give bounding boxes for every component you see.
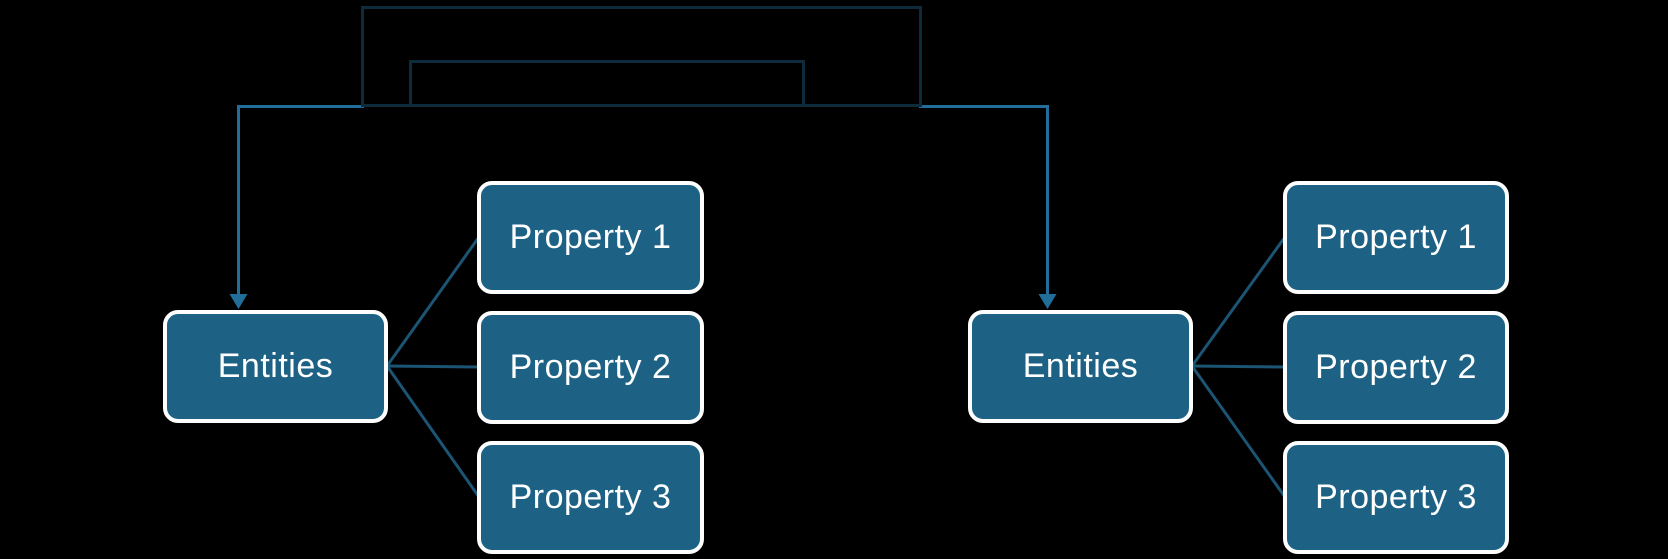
- fan-line-left-property-3: [385, 365, 481, 498]
- property-2-node-left: Property 2: [477, 311, 704, 424]
- entities-node-right-label: Entities: [1022, 347, 1139, 385]
- property-1-node-right-label: Property 1: [1315, 218, 1477, 256]
- fan-line-left-property-2: [386, 364, 480, 369]
- property-3-node-right: Property 3: [1283, 441, 1509, 554]
- entities-node-left-label: Entities: [217, 347, 334, 385]
- fan-line-left-property-1: [385, 236, 481, 367]
- down-arrowhead-right-icon: [1038, 294, 1057, 309]
- property-3-node-right-label: Property 3: [1315, 478, 1477, 516]
- property-2-node-right: Property 2: [1283, 311, 1509, 424]
- property-3-node-left: Property 3: [477, 441, 704, 554]
- entities-node-right: Entities: [968, 310, 1193, 423]
- down-arrowhead-left-icon: [229, 294, 248, 309]
- entities-node-left: Entities: [163, 310, 388, 423]
- property-2-node-right-label: Property 2: [1315, 348, 1477, 386]
- property-1-node-right: Property 1: [1283, 181, 1509, 294]
- fan-line-right-property-3: [1190, 365, 1287, 498]
- inner-container-box: [409, 60, 805, 107]
- property-1-node-left-label: Property 1: [509, 218, 672, 256]
- fan-line-right-property-2: [1191, 364, 1286, 369]
- fan-line-right-property-1: [1190, 236, 1287, 367]
- property-3-node-left-label: Property 3: [509, 478, 672, 516]
- property-2-node-left-label: Property 2: [509, 348, 672, 386]
- property-1-node-left: Property 1: [477, 181, 704, 294]
